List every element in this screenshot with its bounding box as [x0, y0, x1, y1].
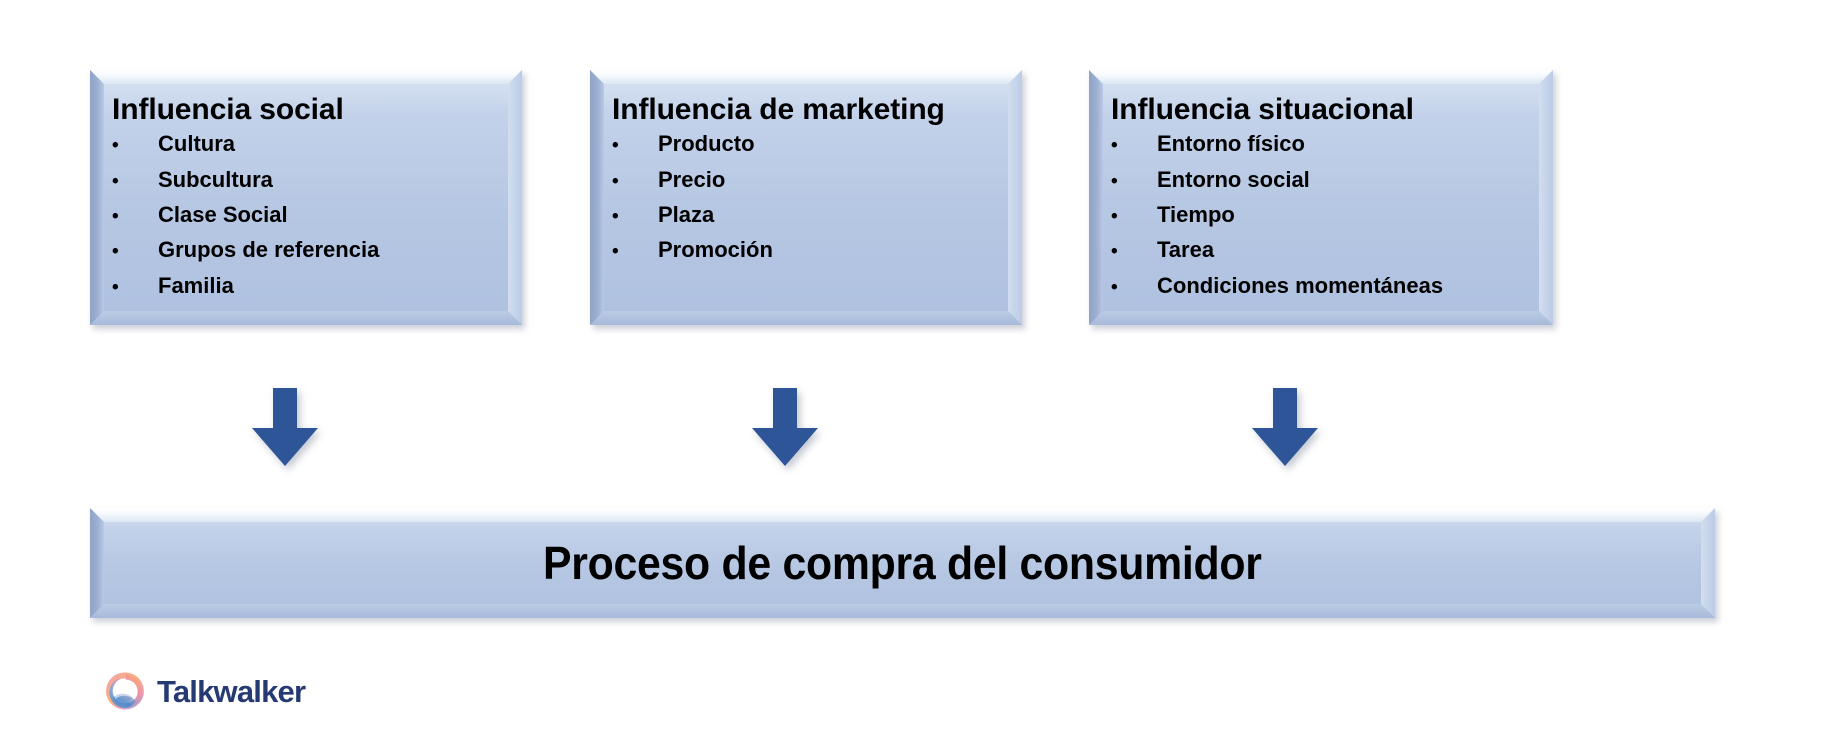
bevel-facet-left [90, 508, 104, 618]
bullet-dot-icon: • [112, 241, 119, 263]
list-item-label: Promoción [658, 237, 773, 263]
bullet-dot-icon: • [1111, 276, 1118, 298]
bullet-dot-icon: • [112, 135, 119, 157]
bullet-dot-icon: • [612, 170, 619, 192]
bullet-dot-icon: • [1111, 170, 1118, 192]
list-item-label: Precio [658, 166, 726, 192]
bullet-list-social: • Cultura • Subcultura • Clase Social • … [104, 126, 508, 303]
box-title-marketing: Influencia de marketing [612, 93, 945, 126]
list-item: • Producto [612, 126, 1008, 161]
influence-box-marketing: Influencia de marketing • Producto • Pre… [590, 70, 1022, 325]
list-item-label: Cultura [158, 131, 235, 157]
box-content: Influencia de marketing • Producto • Pre… [604, 84, 1008, 311]
box-content: Influencia situacional • Entorno físico … [1103, 84, 1539, 311]
talkwalker-logo: Talkwalker [104, 670, 306, 712]
bevel-facet-right [1008, 70, 1022, 325]
bevel-facet-top [590, 70, 1022, 84]
list-item-label: Entorno físico [1157, 131, 1305, 157]
process-bar-label: Proceso de compra del consumidor [543, 537, 1262, 589]
arrow-down-icon-marketing [752, 388, 818, 466]
arrow-down-icon-situational [1252, 388, 1318, 466]
bevel-facet-right [1539, 70, 1553, 325]
bevel-facet-bottom [590, 311, 1022, 325]
list-item-label: Plaza [658, 201, 715, 227]
influence-box-social: Influencia social • Cultura • Subcultura… [90, 70, 522, 325]
bevel-facet-right [1701, 508, 1715, 618]
box-content: Proceso de compra del consumidor [104, 522, 1701, 604]
talkwalker-wordmark: Talkwalker [157, 673, 306, 709]
bullet-dot-icon: • [612, 241, 619, 263]
bullet-dot-icon: • [612, 205, 619, 227]
list-item: • Subcultura [112, 162, 508, 197]
bevel-facet-top [90, 70, 522, 84]
list-item-label: Grupos de referencia [158, 237, 380, 263]
bullet-dot-icon: • [112, 276, 119, 298]
bevel-facet-bottom [1089, 311, 1553, 325]
bullet-list-marketing: • Producto • Precio • Plaza • Promoción [604, 126, 1008, 268]
bullet-dot-icon: • [1111, 205, 1118, 227]
list-item: • Grupos de referencia [112, 232, 508, 267]
arrow-down-icon-social [252, 388, 318, 466]
bevel-facet-left [90, 70, 104, 325]
bevel-facet-left [1089, 70, 1103, 325]
bevel-facet-left [590, 70, 604, 325]
list-item: • Clase Social [112, 197, 508, 232]
bullet-dot-icon: • [1111, 135, 1118, 157]
list-item: • Tarea [1111, 232, 1539, 267]
list-item-label: Tarea [1157, 237, 1215, 263]
list-item-label: Producto [658, 131, 755, 157]
list-item: • Condiciones momentáneas [1111, 268, 1539, 303]
influence-box-situational: Influencia situacional • Entorno físico … [1089, 70, 1553, 325]
bevel-facet-bottom [90, 604, 1715, 618]
list-item: • Promoción [612, 232, 1008, 267]
talkwalker-swirl-icon [106, 672, 144, 710]
list-item-label: Entorno social [1157, 166, 1310, 192]
list-item: • Familia [112, 268, 508, 303]
process-bar: Proceso de compra del consumidor [90, 508, 1715, 618]
list-item-label: Condiciones momentáneas [1157, 272, 1444, 298]
list-item: • Plaza [612, 197, 1008, 232]
list-item: • Entorno social [1111, 162, 1539, 197]
bullet-dot-icon: • [1111, 241, 1118, 263]
list-item: • Tiempo [1111, 197, 1539, 232]
list-item: • Entorno físico [1111, 126, 1539, 161]
list-item-label: Familia [158, 272, 234, 298]
box-title-situational: Influencia situacional [1111, 93, 1414, 126]
bevel-facet-right [508, 70, 522, 325]
bevel-facet-top [1089, 70, 1553, 84]
bullet-dot-icon: • [112, 205, 119, 227]
bullet-dot-icon: • [112, 170, 119, 192]
bullet-list-situational: • Entorno físico • Entorno social • Tiem… [1103, 126, 1539, 303]
list-item-label: Subcultura [158, 166, 273, 192]
list-item-label: Clase Social [158, 201, 288, 227]
list-item-label: Tiempo [1157, 201, 1235, 227]
box-title-social: Influencia social [112, 93, 344, 126]
box-content: Influencia social • Cultura • Subcultura… [104, 84, 508, 311]
bevel-facet-top [90, 508, 1715, 522]
bevel-facet-bottom [90, 311, 522, 325]
list-item: • Cultura [112, 126, 508, 161]
bullet-dot-icon: • [612, 135, 619, 157]
list-item: • Precio [612, 162, 1008, 197]
